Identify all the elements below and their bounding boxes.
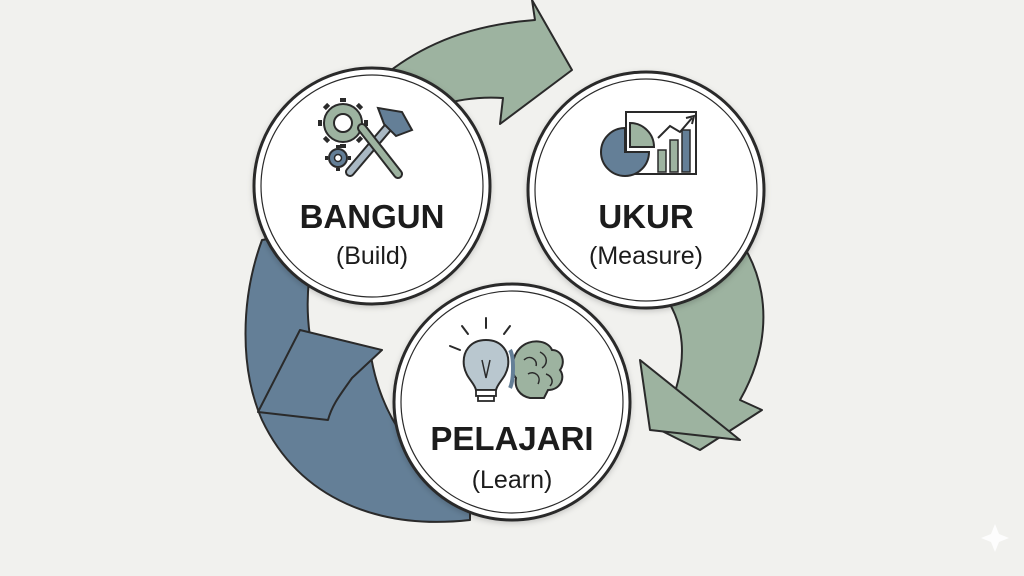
- node-subtitle-bangun: (Build): [336, 242, 408, 270]
- node-title-pelajari: PELAJARI: [430, 420, 593, 457]
- node-ukur: UKUR (Measure): [526, 70, 766, 310]
- pie-bar-chart-icon: [600, 111, 697, 177]
- arrowhead-to-learn: [639, 359, 741, 441]
- node-subtitle-ukur: (Measure): [589, 242, 703, 270]
- node-title-bangun: BANGUN: [300, 198, 445, 235]
- gears-hammer-wrench-icon: [318, 98, 414, 179]
- arrowhead-to-build: [257, 329, 383, 421]
- lightbulb-brain-icon: [449, 317, 564, 402]
- node-bangun: BANGUN (Build): [252, 66, 492, 306]
- node-pelajari: PELAJARI (Learn): [392, 282, 632, 522]
- node-subtitle-pelajari: (Learn): [472, 466, 553, 494]
- node-title-ukur: UKUR: [598, 198, 693, 235]
- sparkle-icon: [981, 524, 1009, 552]
